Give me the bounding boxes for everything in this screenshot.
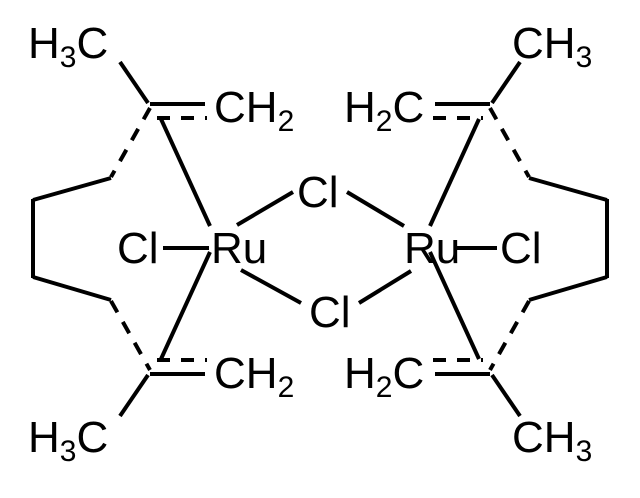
bond-bridge-top-to-right-metal bbox=[345, 190, 406, 228]
bond-bridge-bottom-to-right-metal bbox=[357, 269, 413, 305]
label-bridging-chloride-top: Cl bbox=[297, 168, 339, 217]
bond-left-bottom-chain-to-ch bbox=[32, 275, 112, 302]
bond-right-bottom-chain-to-ch bbox=[528, 275, 608, 302]
label-text-C: C bbox=[392, 349, 424, 398]
label-top-left-methyl: H3C bbox=[28, 19, 108, 74]
label-text-Cl: Cl bbox=[309, 288, 351, 337]
label-sub-2: 2 bbox=[376, 371, 393, 404]
label-right-metal: Ru bbox=[404, 224, 460, 273]
bond-left-top-ch-to-chain bbox=[32, 176, 112, 202]
label-top-left-methylene: CH2 bbox=[214, 83, 294, 138]
bond-left-top-methyl bbox=[118, 60, 150, 105]
bond-right-bottom-methyl bbox=[490, 373, 522, 418]
label-text-CH: CH bbox=[214, 83, 278, 132]
label-top-right-methyl: CH3 bbox=[512, 19, 592, 74]
label-text-H: H bbox=[344, 349, 376, 398]
label-bottom-right-methylene: H2C bbox=[344, 349, 424, 404]
label-text-C: C bbox=[76, 413, 108, 462]
bond-right-top-ch-to-chain bbox=[528, 176, 608, 202]
label-sub-2: 2 bbox=[376, 105, 393, 138]
bond-left-top-carbon-to-metal bbox=[159, 118, 212, 227]
label-bridging-chloride-bottom: Cl bbox=[309, 288, 351, 337]
label-sub-3: 3 bbox=[60, 435, 77, 468]
label-text-H: H bbox=[28, 413, 60, 462]
bond-left-bottom-carbon-to-metal bbox=[159, 251, 212, 360]
label-bottom-right-methyl: CH3 bbox=[512, 413, 592, 468]
label-bottom-left-methyl: H3C bbox=[28, 413, 108, 468]
right-bottom-allyl-fragment bbox=[428, 251, 608, 418]
label-text-CH: CH bbox=[512, 413, 576, 462]
label-left-terminal-chloride: Cl bbox=[117, 224, 159, 273]
label-text-Ru: Ru bbox=[404, 224, 460, 273]
label-sub-3: 3 bbox=[576, 435, 593, 468]
label-text-Cl: Cl bbox=[500, 224, 542, 273]
label-text-H: H bbox=[344, 83, 376, 132]
label-left-metal: Ru bbox=[211, 224, 267, 273]
bond-right-top-methyl bbox=[490, 60, 522, 105]
label-sub-2: 2 bbox=[278, 105, 295, 138]
label-text-CH: CH bbox=[512, 19, 576, 68]
label-text-CH: CH bbox=[214, 349, 278, 398]
bond-right-top-carbon-to-metal bbox=[428, 118, 481, 227]
bond-right-bottom-carbon-to-metal bbox=[428, 251, 481, 360]
right-top-allyl-fragment bbox=[428, 60, 608, 227]
label-sub-3: 3 bbox=[576, 41, 593, 74]
label-text-Ru: Ru bbox=[211, 224, 267, 273]
label-top-right-methylene: H2C bbox=[344, 83, 424, 138]
bond-left-metal-to-bridge-top bbox=[235, 190, 295, 227]
bond-left-bottom-methyl bbox=[118, 373, 150, 418]
diruthenium-chloride-core bbox=[163, 190, 497, 305]
bond-left-metal-to-bridge-bottom bbox=[240, 268, 302, 305]
label-bottom-left-methylene: CH2 bbox=[214, 349, 294, 404]
label-sub-2: 2 bbox=[278, 371, 295, 404]
label-right-terminal-chloride: Cl bbox=[500, 224, 542, 273]
label-text-H: H bbox=[28, 19, 60, 68]
label-text-C: C bbox=[76, 19, 108, 68]
label-text-C: C bbox=[392, 83, 424, 132]
left-bottom-allyl-fragment bbox=[32, 251, 212, 418]
label-text-Cl: Cl bbox=[297, 168, 339, 217]
label-sub-3: 3 bbox=[60, 41, 77, 74]
label-text-Cl: Cl bbox=[117, 224, 159, 273]
left-top-allyl-fragment bbox=[32, 60, 212, 227]
